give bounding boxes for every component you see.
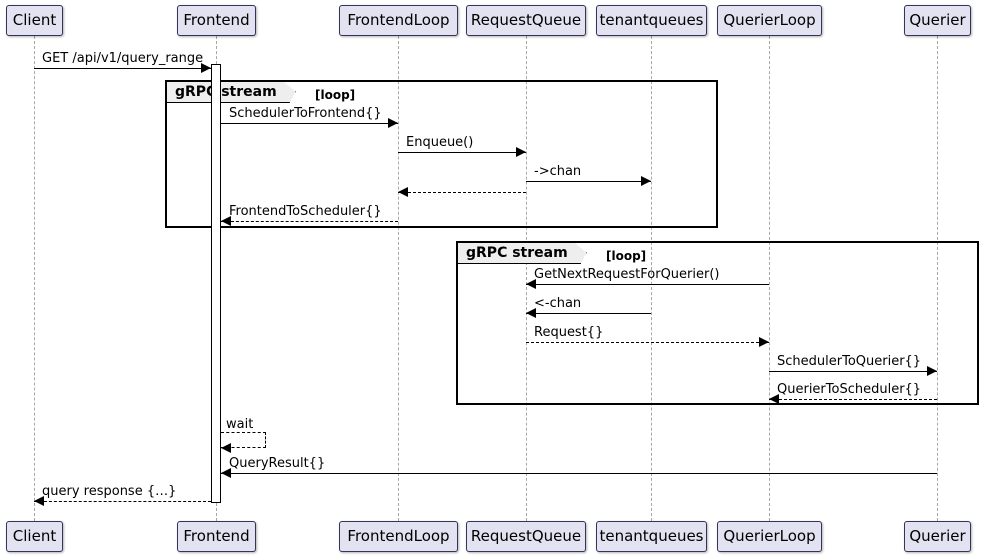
message-arrowhead-m9 (759, 337, 769, 347)
participant-querierloop-bottom[interactable]: QuerierLoop (717, 521, 822, 552)
message-arrowhead-m8 (526, 308, 536, 318)
self-message-arrowhead-m12 (221, 443, 231, 453)
message-line-m8 (526, 313, 651, 314)
participant-querier-bottom[interactable]: Querier (904, 521, 971, 552)
message-label-m9: Request{} (534, 325, 604, 340)
lifeline-requestqueue (526, 36, 527, 521)
group-label-grpc-stream-frontend: [loop] (315, 88, 356, 102)
participant-frontend-bottom[interactable]: Frontend (177, 521, 256, 552)
message-arrowhead-m5 (398, 187, 408, 197)
message-label-m13: QueryResult{} (229, 456, 326, 471)
group-tab-grpc-stream-querier: gRPC stream (458, 243, 587, 264)
message-label-m4: ->chan (534, 164, 582, 179)
group-label-grpc-stream-querier: [loop] (606, 249, 647, 263)
lifeline-frontendloop (398, 36, 399, 521)
message-label-m3: Enqueue() (406, 135, 474, 150)
lifeline-tenantqueues (651, 36, 652, 521)
message-arrowhead-m14 (34, 496, 44, 506)
message-line-m2 (221, 123, 398, 124)
message-arrowhead-m1 (201, 63, 211, 73)
message-line-m13 (221, 473, 937, 474)
message-arrowhead-m10 (927, 366, 937, 376)
lifeline-querier (937, 36, 938, 521)
message-label-m7: GetNextRequestForQuerier() (534, 267, 720, 282)
participant-querier-top[interactable]: Querier (904, 5, 971, 36)
message-line-m4 (526, 181, 651, 182)
message-label-m10: SchedulerToQuerier{} (777, 354, 922, 369)
self-message-label-m12: wait (226, 417, 254, 432)
message-line-m5 (398, 192, 526, 193)
message-label-m8: <-chan (534, 296, 582, 311)
lifeline-querierloop (769, 36, 770, 521)
group-tab-grpc-stream-frontend: gRPC stream (167, 82, 296, 103)
message-line-m3 (398, 152, 526, 153)
participant-requestqueue-top[interactable]: RequestQueue (466, 5, 586, 36)
message-label-m6: FrontendToScheduler{} (229, 204, 382, 219)
participant-tenantqueues-bottom[interactable]: tenantqueues (596, 521, 707, 552)
message-arrowhead-m7 (526, 279, 536, 289)
self-message-m12 (221, 432, 266, 448)
participant-tenantqueues-top[interactable]: tenantqueues (596, 5, 707, 36)
message-arrowhead-m2 (388, 118, 398, 128)
group-frame-grpc-stream-querier (456, 241, 979, 405)
participant-requestqueue-bottom[interactable]: RequestQueue (466, 521, 586, 552)
message-arrowhead-m13 (221, 468, 231, 478)
message-line-m7 (526, 284, 769, 285)
message-arrowhead-m6 (221, 216, 231, 226)
message-line-m1 (34, 68, 211, 69)
participant-frontend-top[interactable]: Frontend (177, 5, 256, 36)
participant-querierloop-top[interactable]: QuerierLoop (717, 5, 822, 36)
lifeline-client (34, 36, 35, 521)
message-label-m1: GET /api/v1/query_range (42, 51, 204, 66)
participant-client-bottom[interactable]: Client (6, 521, 63, 552)
participant-frontendloop-top[interactable]: FrontendLoop (339, 5, 458, 36)
message-label-m14: query response {…} (42, 484, 177, 499)
message-line-m6 (221, 221, 398, 222)
message-line-m14 (34, 501, 211, 502)
message-label-m11: QuerierToScheduler{} (777, 382, 922, 397)
message-arrowhead-m3 (516, 147, 526, 157)
participant-client-top[interactable]: Client (6, 5, 63, 36)
message-line-m11 (769, 399, 937, 400)
message-arrowhead-m11 (769, 394, 779, 404)
message-label-m2: SchedulerToFrontend{} (229, 106, 382, 121)
participant-frontendloop-bottom[interactable]: FrontendLoop (339, 521, 458, 552)
message-line-m9 (526, 342, 769, 343)
group-frame-grpc-stream-frontend (165, 80, 718, 228)
activation-bar-frontend (211, 64, 221, 503)
message-line-m10 (769, 371, 937, 372)
message-arrowhead-m4 (641, 176, 651, 186)
